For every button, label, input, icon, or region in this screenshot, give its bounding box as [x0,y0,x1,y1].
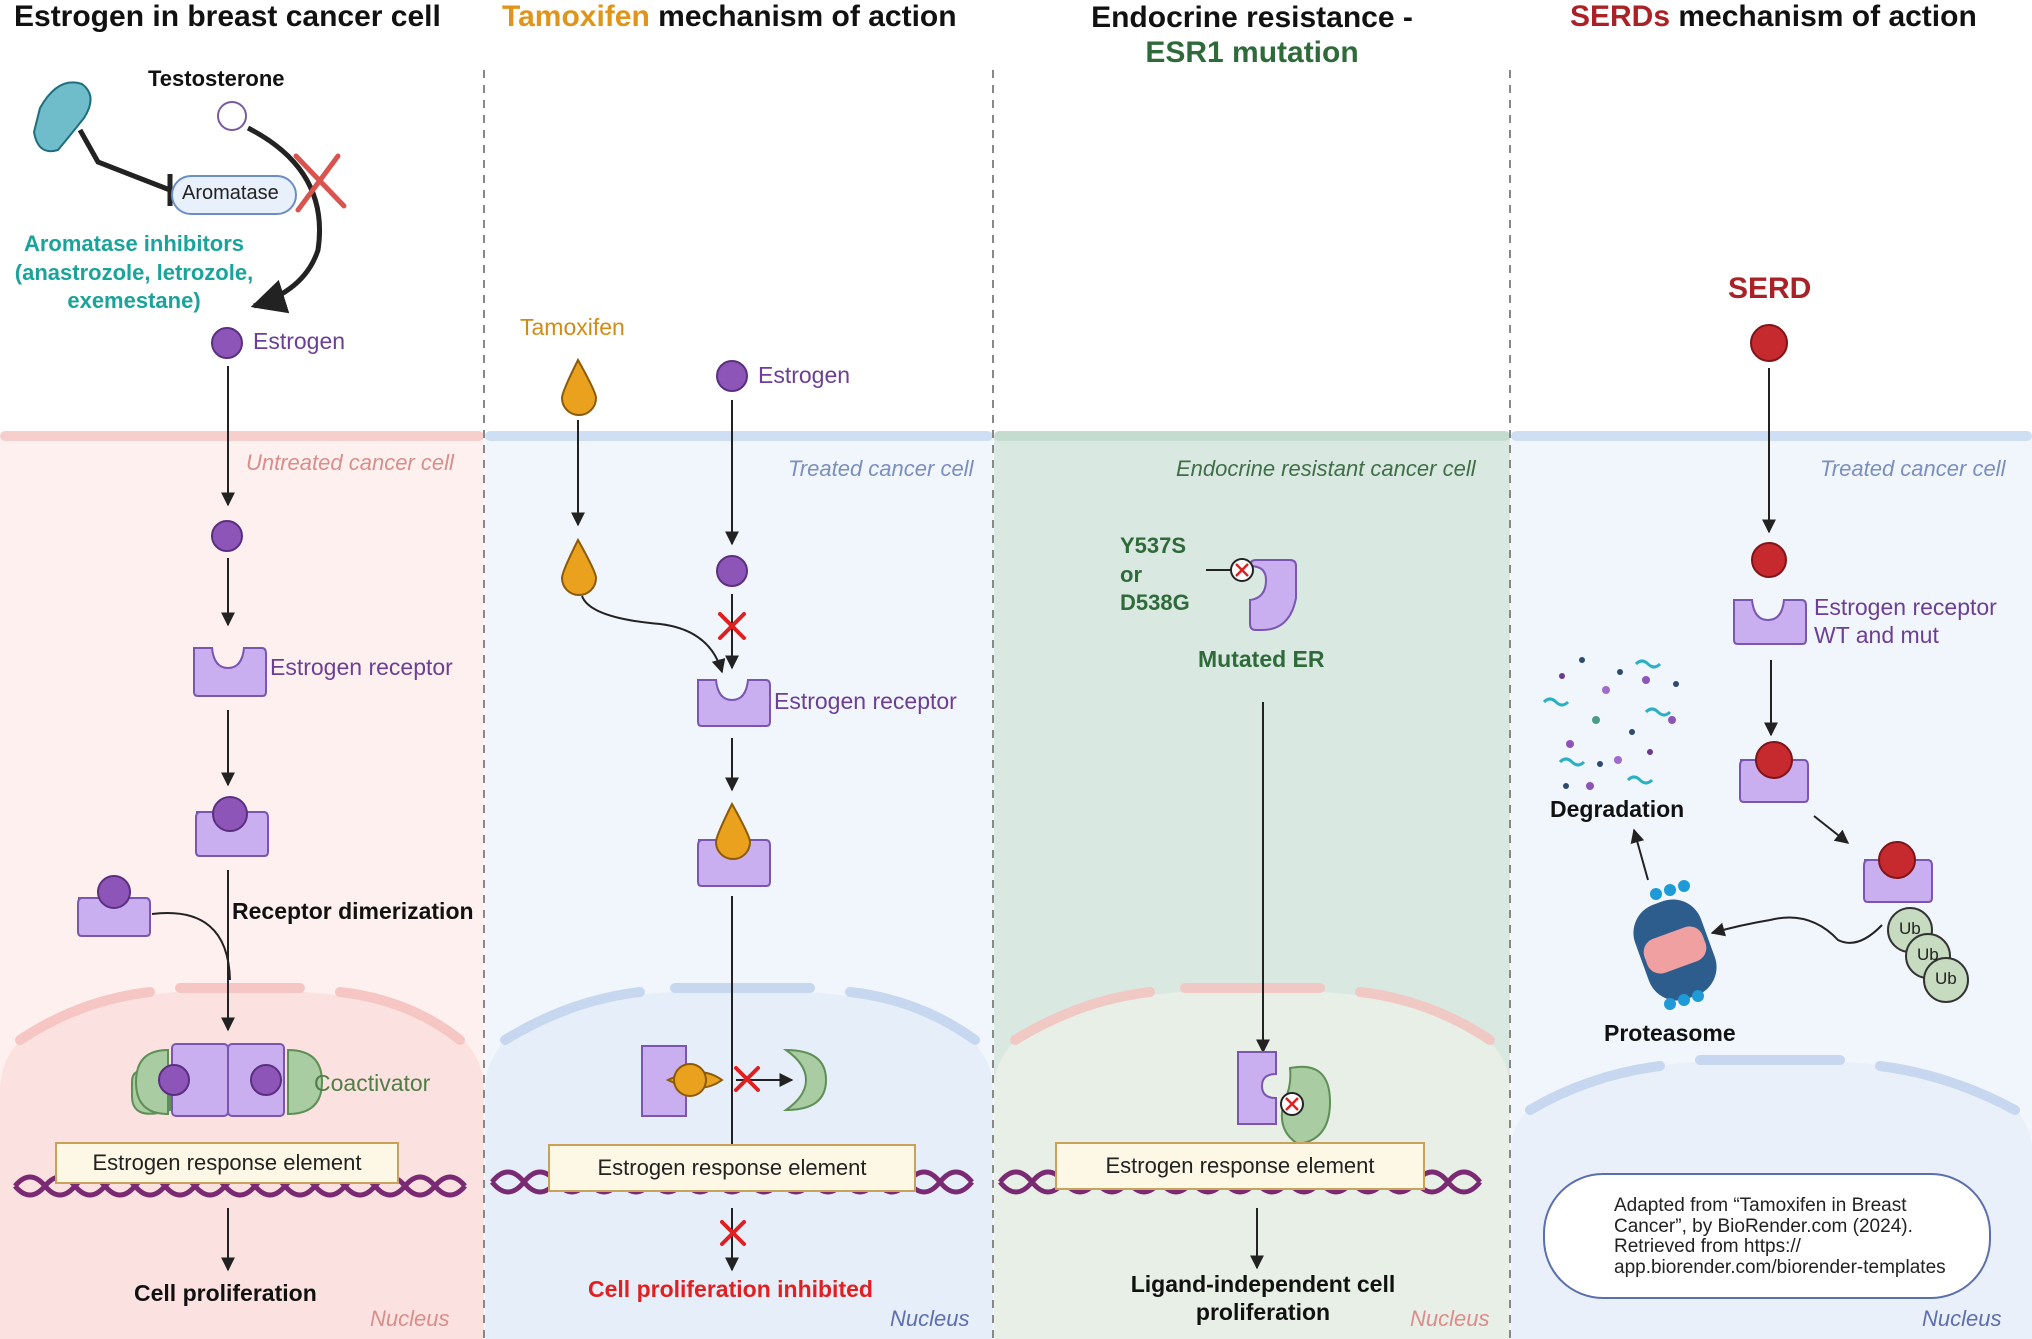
aromatase-inhibitors-line-2: (anastrozole, letrozole, [14,259,254,285]
receptor-dimer [131,1043,324,1117]
tamoxifen-title-word: Tamoxifen [502,0,650,33]
estrogen-response-element: Estrogen response element [548,1144,916,1192]
estrogen-molecule [211,520,243,552]
panel-3-title-line-1: Endocrine resistance - [1091,1,1413,34]
estrogen-receptor-label: Estrogen receptor [270,654,453,680]
aromatase-inhibitors-line-3: exemestane) [67,288,201,314]
receptor-dimerization-label: Receptor dimerization [232,898,474,924]
serd-label: SERD [1728,272,1812,305]
receptor-line-2: WT and mut [1814,621,1939,648]
nucleus-label-2: Nucleus [890,1306,970,1331]
credit-box [1543,1173,1991,1299]
aromatase-enzyme [171,175,297,215]
panel-1-title: Estrogen in breast cancer cell [14,0,441,33]
testosterone-label: Testosterone [148,66,285,91]
panel-3-title: Endocrine resistance - ESR1 mutation [994,0,1510,71]
ub-2: Ub [1917,945,1939,964]
inhibition-line [77,128,171,193]
panel-2-title-rest: mechanism of action [649,0,957,33]
estrogen-receptor-wt-mut-label: Estrogen receptor WT and mut [1814,594,1997,649]
credit-line-2: Cancer”, by BioRender.com (2024). [1614,1215,1913,1237]
nucleus-label-3: Nucleus [1410,1306,1490,1331]
estrogen-response-element: Estrogen response element [1055,1142,1425,1190]
testosterone-molecule [217,101,247,131]
ligand-independent-line-2: proliferation [1195,1299,1331,1326]
panel-4-title-rest: mechanism of action [1670,0,1977,33]
mutation-or: or [1120,561,1142,587]
panel-3-title-line-2: ESR1 mutation [1145,36,1359,70]
serd-molecule [1750,324,1788,362]
blocked-x [293,153,347,213]
estrogen-receptor-shape [193,647,267,697]
treated-cell-label: Treated cancer cell [1820,456,2006,481]
untreated-cell-region [0,431,484,1339]
ubiquitin-chain [1887,907,1969,1003]
aromatase-label: Aromatase [182,182,279,204]
tamoxifen-molecule [560,357,598,416]
aromatase-inhibitors-label: Aromatase inhibitors (anastrozole, letro… [0,230,268,316]
nucleus-label-1: Nucleus [370,1306,450,1331]
degradation-label: Degradation [1550,796,1685,822]
estrogen-response-element: Estrogen response element [55,1142,399,1184]
ub-3: Ub [1935,969,1957,988]
credit-text: Adapted from “Tamoxifen in Breast Cancer… [1614,1195,1946,1278]
estrogen-receptor-label: Estrogen receptor [774,688,957,714]
mutation-d538g: D538G [1120,590,1190,616]
proteasome [1633,880,1717,1010]
estrogen-label: Estrogen [253,328,346,354]
credit-line-1: Adapted from “Tamoxifen in Breast [1614,1195,1907,1216]
panel-4-title: SERDs mechanism of action [1570,0,1977,35]
proteasome-label: Proteasome [1604,1020,1736,1046]
mutated-er-label: Mutated ER [1198,646,1325,672]
mutation-y537s: Y537S [1120,533,1187,558]
cell-proliferation-inhibited-label: Cell proliferation inhibited [588,1276,873,1302]
resistant-cell-label: Endocrine resistant cancer cell [1176,456,1476,481]
mutation-labels: Y537S or D538G [1120,532,1190,618]
serds-title-word: SERDs [1570,0,1671,33]
estrogen-molecule [211,327,243,359]
ub-1: Ub [1899,919,1921,938]
degradation-fragments [1542,657,1679,790]
aromatase-inhibitor-shape [32,81,92,153]
aromatase-inhibitors-line-1: Aromatase inhibitors [23,231,245,256]
tamoxifen-label: Tamoxifen [520,314,625,340]
estrogen-label: Estrogen [758,362,851,388]
cell-proliferation-label: Cell proliferation [134,1280,317,1306]
untreated-cell-label: Untreated cancer cell [246,450,454,475]
ligand-independent-line-1: Ligand-independent cell [1130,1271,1396,1297]
credit-line-3: Retrieved from https:// [1614,1236,1801,1258]
ligand-independent-label: Ligand-independent cell proliferation [1100,1270,1426,1326]
nucleus-label-4: Nucleus [1922,1306,2002,1331]
credit-line-4: app.biorender.com/biorender-templates [1614,1256,1946,1278]
treated-cell-label: Treated cancer cell [788,456,974,481]
receptor-line-1: Estrogen receptor [1814,594,1997,620]
coactivator-label: Coactivator [314,1070,431,1096]
panel-2-title: Tamoxifen mechanism of action [502,0,957,35]
